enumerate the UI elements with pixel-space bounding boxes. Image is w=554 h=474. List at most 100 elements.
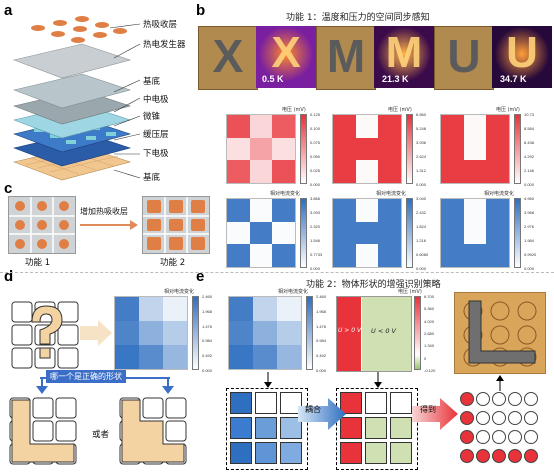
arrow-down-1	[264, 372, 272, 388]
panel-d-heatmap-grid	[114, 296, 188, 370]
heatmap-cell	[253, 345, 277, 369]
voltage-colorbar	[406, 114, 413, 184]
shape-option-2	[119, 397, 187, 465]
heatmap-cell	[115, 297, 139, 321]
panel-label-d: d	[4, 268, 14, 285]
letter-object-m: M	[326, 30, 366, 82]
colorbar-tick: -0.120	[424, 368, 436, 373]
colorbar-tick: 1.546	[310, 238, 321, 243]
heatmap-cell	[253, 297, 277, 321]
arrow-to-heatmap-icon	[80, 320, 112, 346]
letter-object-u: U	[447, 30, 481, 82]
layer-leader-lines	[109, 23, 141, 179]
heatmap-cell	[139, 345, 163, 369]
panel-e-current-label: 相对电流变化	[278, 289, 309, 295]
colorbar-tick: 3.936	[416, 140, 427, 145]
func2-device	[142, 196, 210, 254]
arrow-down-2	[374, 372, 382, 388]
heatmap-cell	[163, 297, 187, 321]
sensor-circle	[492, 449, 506, 463]
heatmap-cell	[486, 199, 509, 222]
grid-cell	[230, 442, 252, 464]
colorbar-tick: 5.360	[424, 306, 435, 312]
heatmap-cell	[227, 160, 250, 183]
layer-label-base: 基底	[143, 77, 161, 87]
colorbar-tick: 0	[424, 355, 427, 361]
heatmap-cell	[227, 244, 250, 267]
heatmap-cell	[333, 244, 356, 267]
colorbar-tick: 1.476	[202, 323, 213, 329]
sensor-circle	[476, 430, 490, 444]
layer-label-microcones: 微锥	[143, 112, 161, 122]
object-photo-u: U	[434, 26, 494, 90]
heatmap-cell	[249, 221, 273, 245]
panel-e-colorbar	[306, 296, 313, 370]
heatmap-cell	[355, 199, 379, 222]
colorbar-tick: 0.000	[524, 182, 535, 187]
current-heatmap-x	[226, 198, 296, 268]
colorbar-tick: 0.984	[202, 338, 213, 344]
heatmap-cell	[227, 221, 250, 245]
voltage-heatmap-x	[226, 114, 296, 184]
heatmap-cell	[272, 137, 295, 161]
dashed-frame	[336, 388, 418, 470]
colorbar-tick: 3.968	[524, 210, 535, 215]
voltage-result-cells	[340, 392, 414, 466]
sensor-circle	[492, 430, 506, 444]
u-positive-label: U > 0 V	[338, 327, 362, 334]
colorbar-tick: 8.584	[524, 126, 535, 131]
current-heatmap-m	[332, 198, 402, 268]
heatmap-cell	[486, 137, 509, 161]
grid-cell	[230, 417, 252, 439]
heatmap-cell	[486, 160, 509, 183]
heatmap-cell	[441, 244, 464, 267]
couple-arrow-icon	[298, 398, 346, 430]
colorbar-tick: 0.9920	[524, 252, 537, 257]
heatmap-cell	[355, 115, 379, 138]
heatmap-cell	[378, 115, 401, 138]
colorbar-tick: 0.000	[310, 182, 321, 187]
heatmap-cell	[229, 321, 253, 345]
heatmap-cell	[378, 137, 401, 161]
sensor-circle	[524, 392, 538, 406]
grid-cell	[340, 392, 362, 414]
func1-caption: 功能 1	[25, 258, 51, 268]
heatmap-cell	[249, 244, 273, 267]
current-axis-label: 相对电流变化	[270, 191, 301, 197]
colorbar-tick: 2.680	[424, 331, 435, 336]
colorbar-tick: 0.984	[316, 338, 327, 344]
panel-d-current-label: 相对电流变化	[164, 289, 195, 295]
panel-label-a: a	[4, 2, 13, 19]
voltage-axis-label: 电压 (mV)	[282, 107, 306, 113]
heatmap-cell	[272, 199, 295, 222]
heatmap-cell	[463, 137, 487, 161]
heatmap-cell	[163, 345, 187, 369]
arrow-up-3	[496, 375, 504, 391]
voltage-colorbar	[514, 114, 521, 184]
panel-label-c: c	[4, 180, 13, 197]
letter-object-x: X	[212, 30, 244, 82]
colorbar-tick: 1.968	[316, 308, 327, 314]
temperature-label: 34.7 K	[500, 74, 527, 84]
colorbar-tick: 1.984	[524, 238, 535, 243]
heatmap-cell	[115, 321, 139, 345]
panel-b-title: 功能 1：温度和压力的空间同步感知	[286, 13, 430, 23]
grid-cell	[390, 417, 412, 439]
colorbar-tick: 2.460	[316, 294, 327, 299]
panel-e-voltage-label: 电压 (mV)	[398, 289, 422, 295]
colorbar-tick: 6.700	[424, 294, 435, 299]
grid-cell	[230, 392, 252, 414]
heatmap-cell	[277, 345, 301, 369]
temperature-label: 0.5 K	[262, 74, 284, 84]
l-shape-icon	[11, 399, 75, 463]
temperature-label: 21.3 K	[382, 74, 409, 84]
panel-e-current-grid	[228, 296, 302, 370]
get-arrow-icon	[412, 398, 458, 430]
sensor-circle	[524, 449, 538, 463]
heatmap-cell	[139, 297, 163, 321]
heatmap-cell	[115, 345, 139, 369]
grid-cell	[255, 417, 277, 439]
current-colorbar	[514, 198, 521, 268]
arrow-add-layer	[80, 220, 138, 230]
